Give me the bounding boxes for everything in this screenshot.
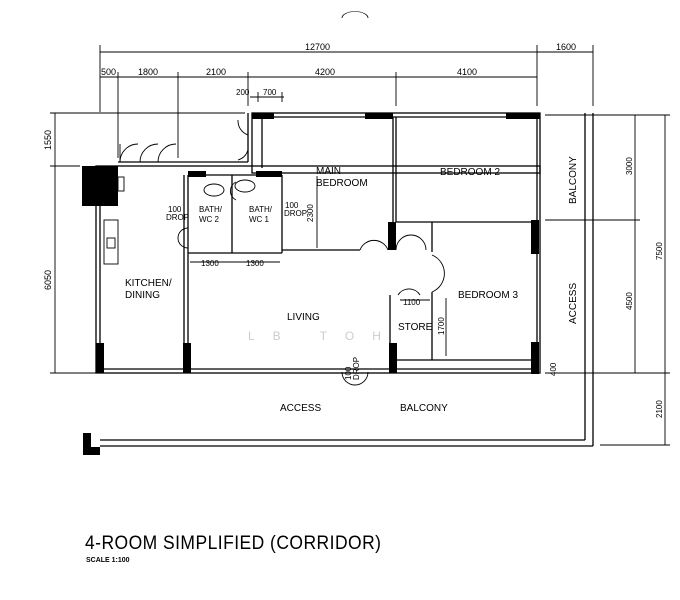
dim-4100: 4100 — [457, 67, 477, 77]
label-access-bottom: ACCESS — [280, 403, 321, 414]
dim-1100: 1100 — [403, 298, 421, 307]
label-main-bedroom-1: MAIN — [316, 166, 341, 177]
label-bedroom-3: BEDROOM 3 — [458, 290, 518, 301]
label-refuse: REFUSE — [91, 179, 115, 185]
label-dining: DINING — [125, 290, 160, 301]
dim-2100-right: 2100 — [655, 400, 664, 418]
label-store: STORE — [398, 322, 433, 333]
dim-4200: 4200 — [315, 67, 335, 77]
label-chute: CHUTE — [92, 186, 113, 192]
dim-400: 400 — [549, 362, 558, 376]
drop-left-2: DROP — [166, 213, 189, 222]
columns — [82, 113, 540, 455]
drop-right-1: 100 — [285, 201, 299, 210]
label-bath-wc1-1: BATH/ — [249, 205, 273, 214]
label-balcony-bottom: BALCONY — [400, 403, 448, 414]
plan-scale: SCALE 1:100 — [86, 557, 130, 564]
label-kitchen: KITCHEN/ — [125, 278, 172, 289]
dim-4500: 4500 — [625, 292, 634, 310]
drop-living-1: 100 — [344, 366, 353, 380]
drop-left-1: 100 — [168, 205, 182, 214]
label-bath-wc2-2: WC 2 — [199, 215, 220, 224]
label-balcony-side: BALCONY — [568, 156, 579, 204]
dim-1700: 1700 — [437, 317, 446, 335]
dim-700: 700 — [263, 88, 277, 97]
dim-1550: 1550 — [43, 130, 53, 150]
dim-bath-1300-b: 1300 — [246, 259, 264, 268]
fixtures — [103, 176, 256, 265]
dim-2300: 2300 — [306, 204, 315, 222]
dim-6050: 6050 — [43, 270, 53, 290]
dim-3000: 3000 — [625, 157, 634, 175]
dim-overall-width: 12700 — [305, 42, 330, 52]
dim-bath-1300-a: 1300 — [201, 259, 219, 268]
dim-500: 500 — [101, 67, 116, 77]
dim-7500: 7500 — [655, 242, 664, 260]
dim-2100: 2100 — [206, 67, 226, 77]
doors — [119, 11, 445, 386]
dim-200: 200 — [236, 88, 250, 97]
label-bath-wc2-1: BATH/ — [199, 205, 223, 214]
watermark: LB TOH — [248, 329, 399, 343]
plan-title: 4-ROOM SIMPLIFIED (CORRIDOR) — [85, 533, 382, 554]
label-living: LIVING — [287, 312, 320, 323]
dim-balcony-width: 1600 — [556, 42, 576, 52]
label-bath-wc1-2: WC 1 — [249, 215, 270, 224]
room-labels: MAIN BEDROOM BEDROOM 2 BEDROOM 3 BATH/ W… — [125, 156, 579, 414]
label-bedroom-2: BEDROOM 2 — [440, 167, 500, 178]
drop-living-2: DROP — [352, 357, 361, 380]
label-main-bedroom-2: BEDROOM — [316, 178, 368, 189]
dimension-lines — [50, 45, 670, 446]
label-access-side: ACCESS — [568, 283, 579, 324]
dim-1800: 1800 — [138, 67, 158, 77]
drop-right-2: DROP — [284, 209, 307, 218]
